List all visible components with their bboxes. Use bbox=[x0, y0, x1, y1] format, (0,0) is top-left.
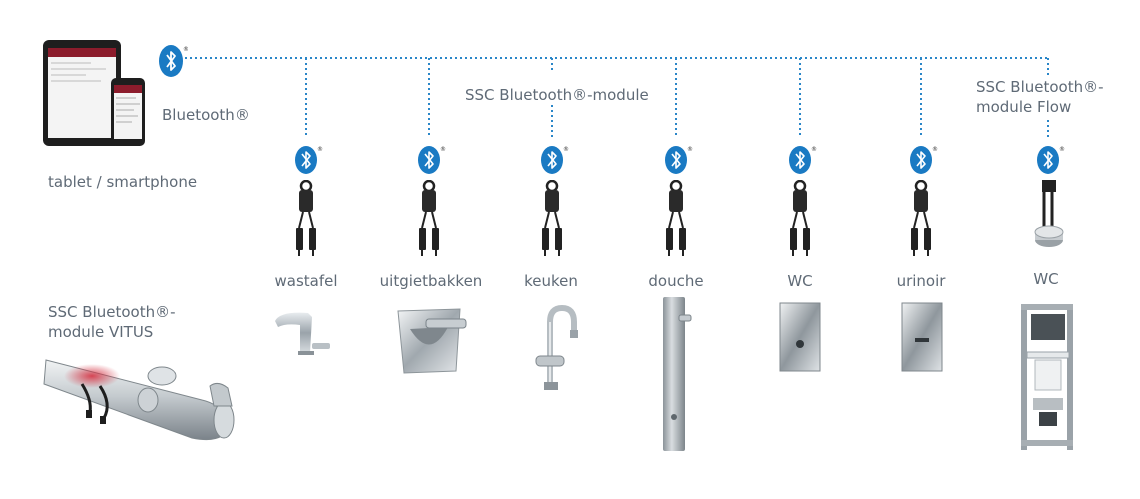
flow-label-line1: SSC Bluetooth®- bbox=[976, 78, 1104, 96]
bluetooth-icon: ® bbox=[417, 144, 447, 176]
uitgietbakken-image bbox=[396, 305, 472, 377]
svg-text:®: ® bbox=[317, 146, 323, 153]
smartphone-icon bbox=[111, 78, 147, 148]
fixture-label-uitgietbakken: uitgietbakken bbox=[379, 272, 483, 290]
douche-panel-image bbox=[661, 297, 695, 453]
bluetooth-icon: ® bbox=[909, 144, 939, 176]
bluetooth-icon: ® bbox=[294, 144, 324, 176]
ssc-module-icon bbox=[292, 180, 320, 258]
fixture-label-keuken: keuken bbox=[524, 272, 578, 290]
svg-text:®: ® bbox=[687, 146, 693, 153]
vitus-thermostat-image bbox=[42, 346, 242, 446]
bluetooth-icon: ® bbox=[788, 144, 818, 176]
ssc-module-icon bbox=[415, 180, 443, 258]
wastafel-faucet-image bbox=[270, 305, 340, 357]
fixture-label-wc: WC bbox=[787, 272, 813, 290]
bluetooth-icon: ® bbox=[540, 144, 570, 176]
svg-text:®: ® bbox=[932, 146, 938, 153]
device-label: tablet / smartphone bbox=[48, 173, 198, 191]
vitus-label-line2: module VITUS bbox=[48, 323, 154, 341]
wc-panel-image bbox=[779, 302, 823, 374]
tablet-icon bbox=[43, 40, 123, 148]
ssc-module-icon bbox=[538, 180, 566, 258]
ssc-module-icon bbox=[662, 180, 690, 258]
svg-text:®: ® bbox=[440, 146, 446, 153]
module-label: SSC Bluetooth®-module bbox=[465, 86, 649, 104]
flow-label-line2: module Flow bbox=[976, 98, 1072, 116]
bluetooth-icon: ® bbox=[158, 44, 188, 78]
wc-frame-image bbox=[1017, 300, 1079, 454]
bluetooth-icon: ® bbox=[1036, 144, 1066, 176]
svg-text:®: ® bbox=[1059, 146, 1065, 153]
fixture-label-urinoir: urinoir bbox=[896, 272, 946, 290]
ssc-module-icon bbox=[907, 180, 935, 258]
fixture-label-douche: douche bbox=[648, 272, 704, 290]
svg-text:®: ® bbox=[183, 46, 188, 53]
urinoir-panel-image bbox=[901, 302, 945, 374]
keuken-tap-image bbox=[522, 302, 580, 392]
svg-text:®: ® bbox=[811, 146, 817, 153]
fixture-label-wastafel: wastafel bbox=[274, 272, 338, 290]
fixture-label-wc-flow: WC bbox=[1033, 270, 1059, 288]
vitus-label-line1: SSC Bluetooth®- bbox=[48, 303, 176, 321]
bluetooth-icon: ® bbox=[664, 144, 694, 176]
ssc-module-icon bbox=[1034, 180, 1066, 252]
bluetooth-label: Bluetooth® bbox=[162, 106, 250, 124]
ssc-module-icon bbox=[786, 180, 814, 258]
svg-text:®: ® bbox=[563, 146, 569, 153]
